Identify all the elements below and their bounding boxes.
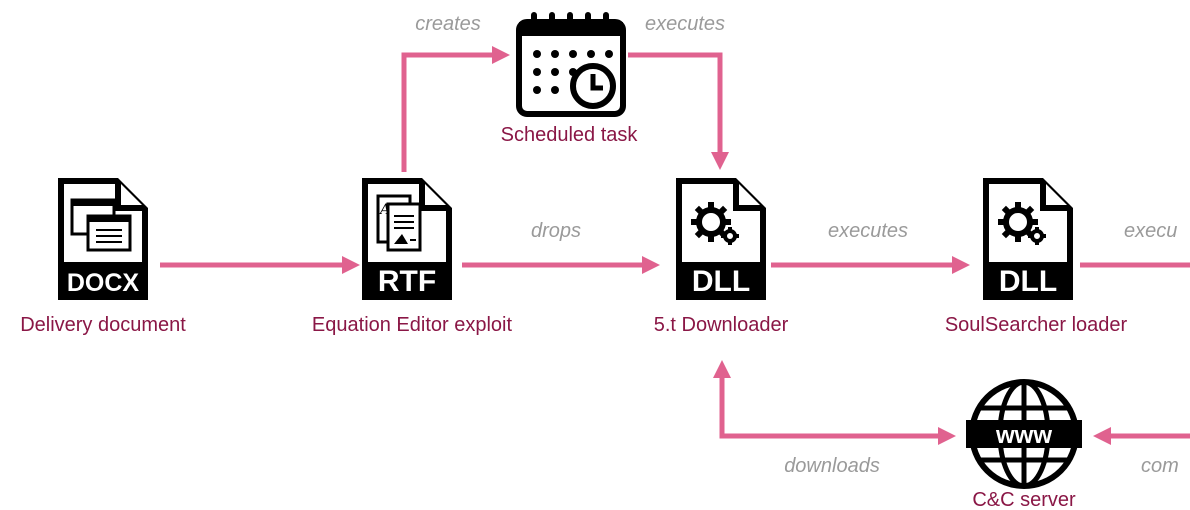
docx-file-icon: DOCX [58,178,148,300]
arrow-rtf-to-dll [462,256,660,274]
node-soulsearcher-loader: DLL SoulSearcher loader [945,178,1128,336]
svg-text:A: A [378,202,390,218]
edge-label-drops: drops [531,220,581,242]
arrow-task-executes-dll [628,52,729,170]
edge-label-creates: creates [415,13,481,35]
calendar-clock-icon [516,12,626,117]
node-label-cnc: C&C server [972,489,1076,510]
arrow-com-to-cnc [1093,427,1190,445]
node-cnc-server: www C&C server [966,379,1082,510]
node-equation-editor-exploit: A RTF Equation Editor exploit [312,178,513,336]
node-label-soulsearcher: SoulSearcher loader [945,314,1128,336]
docx-badge: DOCX [67,269,140,297]
rtf-badge: RTF [378,265,436,298]
arrow-downloads-bidirectional [713,360,956,445]
arrow-docx-to-rtf [160,256,360,274]
dll-file-icon: DLL [983,178,1073,300]
node-label-equation: Equation Editor exploit [312,314,513,336]
node-delivery-document: DOCX Delivery document [20,178,186,336]
arrow-dll-to-soulsearcher [771,256,970,274]
www-badge: www [995,422,1052,449]
edge-label-downloads: downloads [784,455,880,477]
rtf-file-icon: A RTF [362,178,452,300]
edge-label-com: com [1141,455,1179,477]
globe-www-icon: www [966,379,1082,489]
arrow-rtf-creates-task [401,46,510,172]
dll-file-icon: DLL [676,178,766,300]
edge-label-executes-right: execu [1124,220,1177,242]
edge-label-executes-loader: executes [828,220,908,242]
node-label-scheduled: Scheduled task [501,124,639,146]
edge-label-executes-task: executes [645,13,725,35]
dll-badge-downloader: DLL [692,265,750,298]
node-label-downloader: 5.t Downloader [654,314,789,336]
node-scheduled-task: Scheduled task [501,12,639,146]
node-5t-downloader: DLL 5.t Downloader [654,178,789,336]
dll-badge-soulsearcher: DLL [999,265,1057,298]
node-label-delivery: Delivery document [20,314,186,336]
